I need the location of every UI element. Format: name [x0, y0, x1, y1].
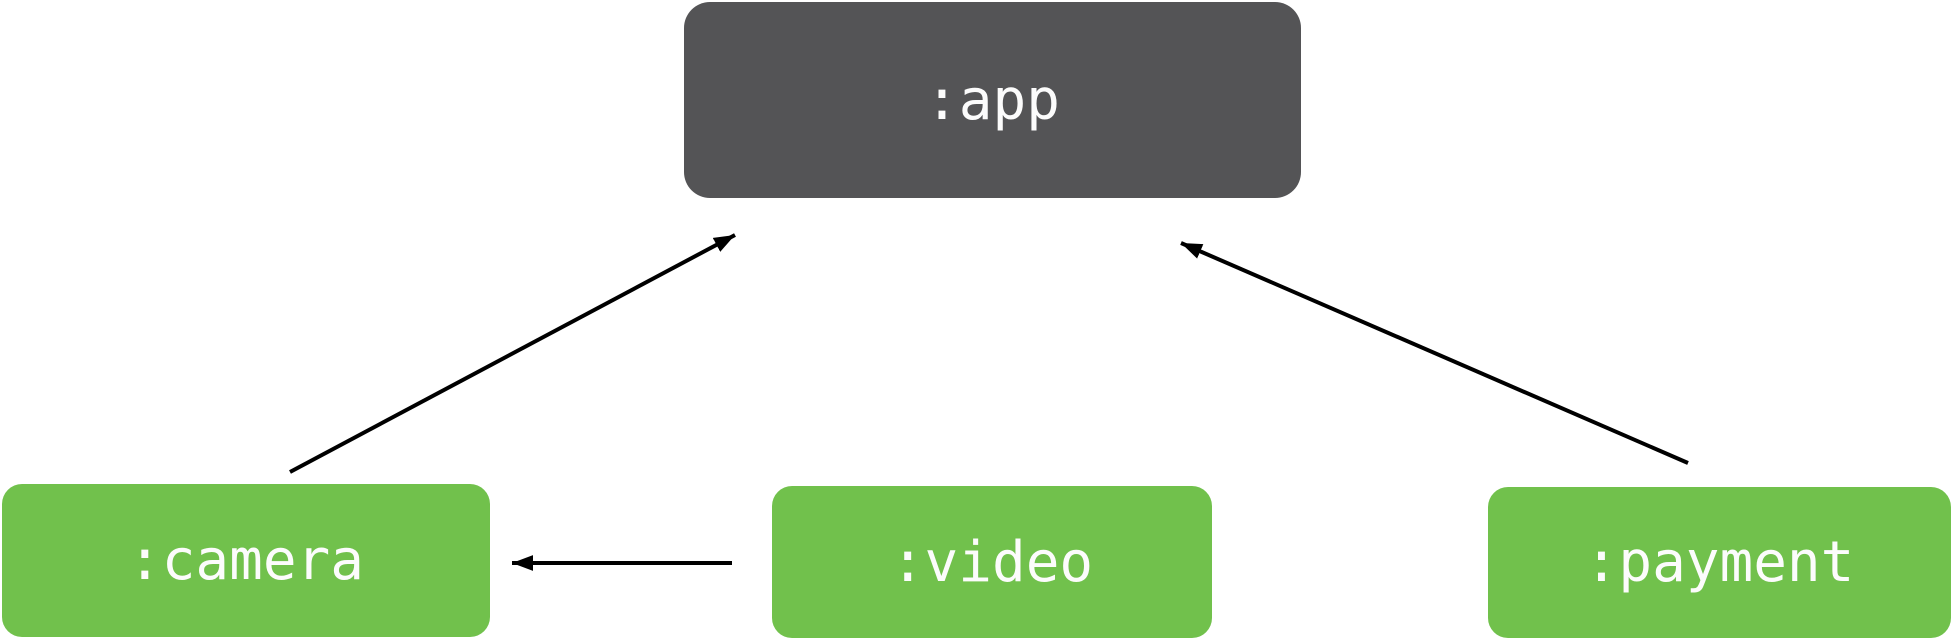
- arrow-payment-to-app: [1180, 241, 1689, 465]
- node-video-label: :video: [890, 529, 1094, 595]
- node-payment: :payment: [1488, 487, 1951, 638]
- node-camera: :camera: [2, 484, 490, 637]
- node-video: :video: [772, 486, 1212, 638]
- arrow-camera-to-app: [289, 233, 736, 474]
- node-app: :app: [684, 2, 1301, 198]
- node-camera-label: :camera: [127, 528, 364, 593]
- node-payment-label: :payment: [1584, 530, 1855, 595]
- node-app-label: :app: [925, 67, 1060, 133]
